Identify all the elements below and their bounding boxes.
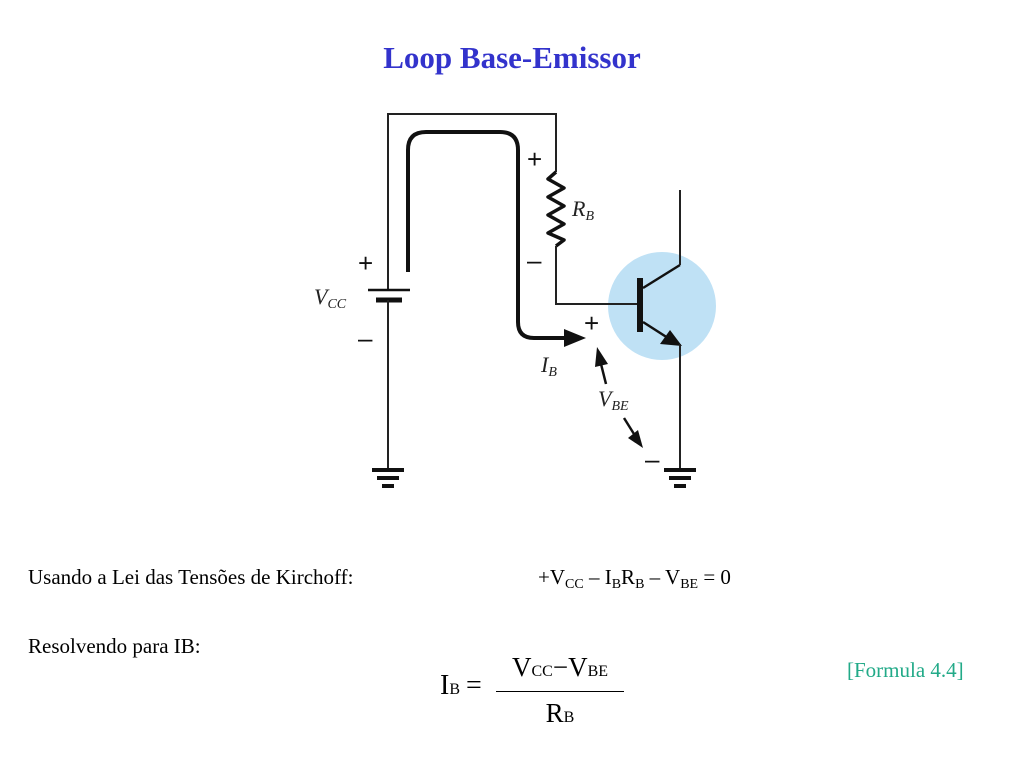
- formula-equals: =: [466, 670, 482, 701]
- vbe-arrow-down-line: [622, 417, 636, 435]
- vcc-minus-sign: –: [358, 323, 373, 353]
- emitter-arrow-icon: [660, 330, 682, 346]
- eq-part: R: [621, 565, 636, 589]
- solve-label: Resolvendo para IB:: [28, 634, 201, 658]
- kvl-equation: +VCC – IBRB – VBE = 0: [538, 565, 731, 592]
- formula-ib: IB = VCC−VBE RB: [440, 652, 640, 732]
- formula-lhs: IB: [440, 670, 460, 702]
- transistor-highlight: [608, 252, 716, 360]
- rb-label: RB: [571, 196, 594, 224]
- vbe-arrow-up-icon: [595, 347, 608, 367]
- vbe-arrow-up-line: [599, 363, 608, 385]
- num-b-sub: BE: [587, 663, 609, 680]
- num-b: V: [568, 652, 588, 682]
- ground-right-icon: [664, 468, 696, 488]
- eq-part: +V: [538, 565, 566, 589]
- transistor-collector: [642, 263, 681, 290]
- ib-label: IB: [540, 352, 557, 380]
- formula-fraction: VCC−VBE RB: [496, 652, 624, 733]
- rb-minus-sign: –: [527, 245, 542, 275]
- wire-top: [387, 113, 557, 290]
- num-minus: −: [552, 652, 569, 682]
- circuit-diagram: + – + – + – VCC RB IB VBE: [314, 113, 716, 488]
- vbe-plus-sign: +: [584, 308, 599, 338]
- page-title: Loop Base-Emissor: [383, 40, 641, 75]
- formula-reference: [Formula 4.4]: [847, 658, 964, 682]
- vbe-minus-sign: –: [645, 444, 660, 474]
- formula-numerator: VCC−VBE: [496, 652, 624, 687]
- formula-lhs-symbol: I: [440, 670, 450, 701]
- vbe-label: VBE: [598, 386, 629, 414]
- eq-sub: B: [611, 577, 622, 592]
- eq-part: – I: [583, 565, 612, 589]
- loop-arrow-icon: [564, 329, 586, 347]
- wire-base: [555, 246, 638, 305]
- num-a: V: [511, 652, 532, 682]
- eq-sub: CC: [565, 577, 584, 592]
- vbe-arrow-down-icon: [628, 430, 643, 448]
- vcc-plus-sign: +: [358, 248, 373, 278]
- eq-part: – V: [644, 565, 681, 589]
- den-sub: B: [563, 709, 575, 726]
- rb-plus-sign: +: [527, 144, 542, 174]
- den: R: [545, 698, 564, 728]
- formula-denominator: RB: [496, 698, 624, 733]
- vcc-label: VCC: [314, 284, 347, 312]
- eq-sub: BE: [680, 577, 699, 592]
- eq-sub: B: [635, 577, 645, 592]
- fraction-bar: [496, 691, 624, 692]
- num-a-sub: CC: [531, 663, 553, 680]
- formula-lhs-sub: B: [449, 681, 460, 698]
- resistor-rb: [546, 170, 566, 248]
- eq-part: = 0: [698, 565, 731, 589]
- ground-left-icon: [372, 468, 404, 488]
- transistor-emitter: [642, 320, 669, 340]
- kvl-label: Usando a Lei das Tensões de Kirchoff:: [28, 565, 354, 589]
- loop-current-path: [406, 130, 566, 340]
